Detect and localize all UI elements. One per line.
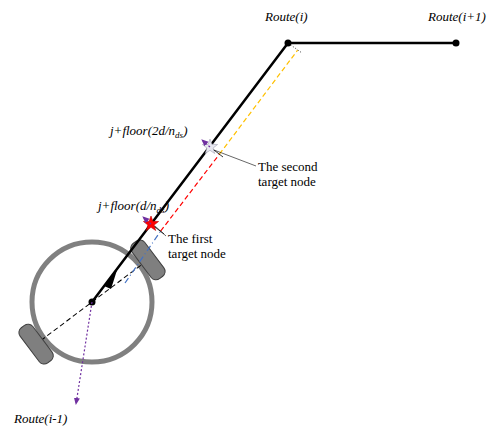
annotation-label: Route(i-1) bbox=[14, 412, 67, 427]
pointer-arrow bbox=[76, 302, 92, 404]
leader-line bbox=[214, 150, 256, 166]
annotation-label: The second target node bbox=[258, 160, 336, 190]
leader-line bbox=[155, 226, 166, 236]
target-star bbox=[202, 139, 217, 154]
annotation-label: Route(i+1) bbox=[428, 10, 486, 25]
annotation-label: j+floor(d/nds) bbox=[98, 199, 169, 215]
route-point bbox=[453, 40, 460, 47]
target-stars bbox=[143, 139, 217, 231]
pointer-arrow bbox=[143, 217, 151, 224]
tick bbox=[288, 43, 302, 53]
route-path bbox=[92, 43, 456, 302]
annotation-label: j+floor(2d/nds) bbox=[110, 124, 187, 140]
pointer-arrow bbox=[202, 140, 210, 147]
distance-line bbox=[125, 231, 161, 283]
heading-arrow bbox=[104, 267, 118, 289]
annotation-label: Route(i) bbox=[265, 10, 308, 25]
annotation-label: The first target node bbox=[168, 232, 238, 262]
distance-line bbox=[161, 154, 220, 231]
distance-line bbox=[219, 50, 297, 154]
target-star bbox=[143, 216, 158, 231]
